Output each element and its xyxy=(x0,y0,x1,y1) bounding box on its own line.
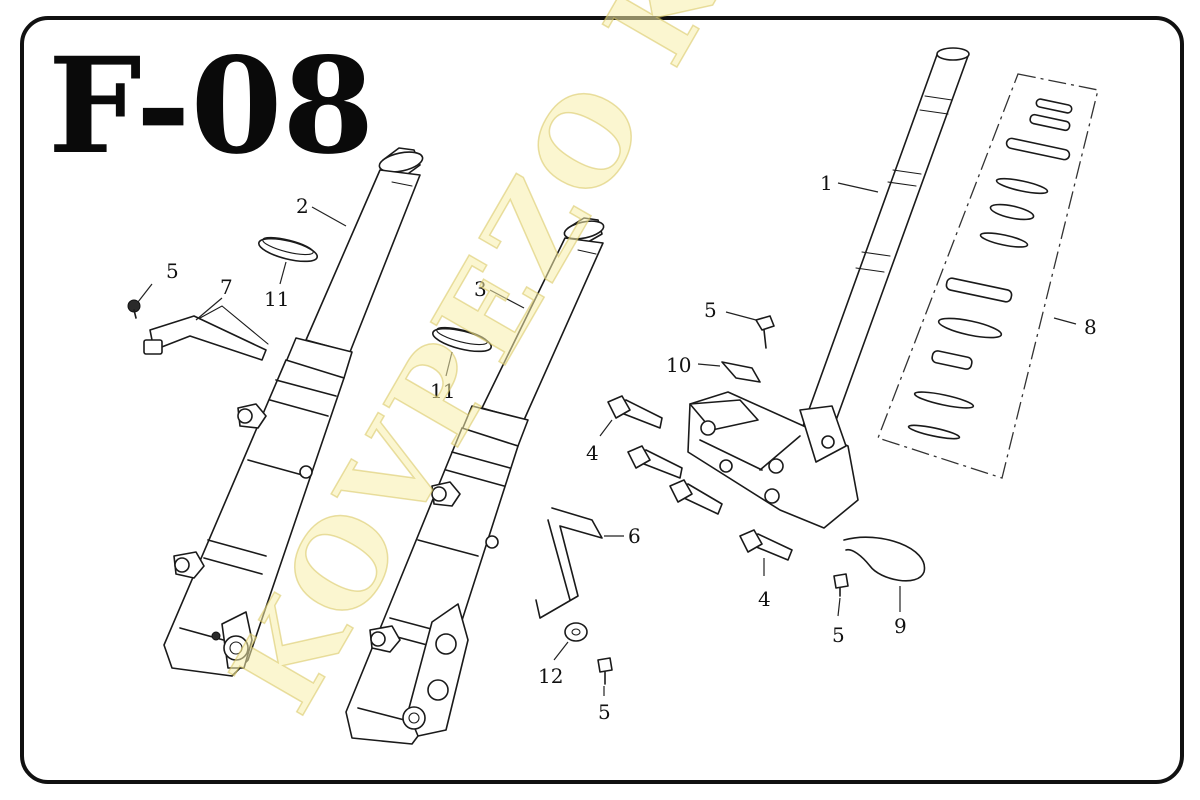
part-4-bolts xyxy=(607,395,793,561)
leader-lines xyxy=(137,182,1077,696)
part-7-hose-bracket xyxy=(143,305,269,361)
callout-5-top: 5 xyxy=(704,298,717,322)
part-11-spring-collar-left xyxy=(258,236,318,263)
callout-8: 8 xyxy=(1084,315,1097,339)
part-6-hose-clip xyxy=(535,507,603,619)
callout-7: 7 xyxy=(220,275,233,299)
callout-10: 10 xyxy=(666,353,691,377)
callout-11-right: 11 xyxy=(430,379,455,403)
part-1-steering-stem xyxy=(687,47,970,529)
part-12-washer xyxy=(564,622,588,642)
diagram-frame xyxy=(20,16,1184,784)
part-9-wire-clip xyxy=(843,536,926,582)
callout-9: 9 xyxy=(894,614,907,638)
part-11-spring-collar-right xyxy=(432,326,492,353)
callout-4-right: 4 xyxy=(758,587,771,611)
part-2-left-fork-leg xyxy=(163,147,424,677)
callout-11-left: 11 xyxy=(264,287,289,311)
callout-5-left: 5 xyxy=(166,259,179,283)
diagram-code: F-08 xyxy=(48,29,374,184)
callout-3: 3 xyxy=(474,277,487,301)
callout-6: 6 xyxy=(628,524,641,548)
part-5-bolts xyxy=(127,299,849,685)
callout-5-right: 5 xyxy=(832,623,845,647)
callout-4-left: 4 xyxy=(586,441,599,465)
part-8-bearing-kit xyxy=(877,73,1099,479)
part-10-clip xyxy=(721,361,761,383)
part-3-right-fork-leg xyxy=(345,217,605,745)
callout-12: 12 xyxy=(538,664,563,688)
callout-5-bottom: 5 xyxy=(598,700,611,724)
callout-1: 1 xyxy=(820,171,833,195)
callout-numbers: 2 3 1 5 7 11 11 5 10 4 4 5 9 6 8 12 5 xyxy=(166,171,1097,724)
callout-2: 2 xyxy=(296,194,309,218)
